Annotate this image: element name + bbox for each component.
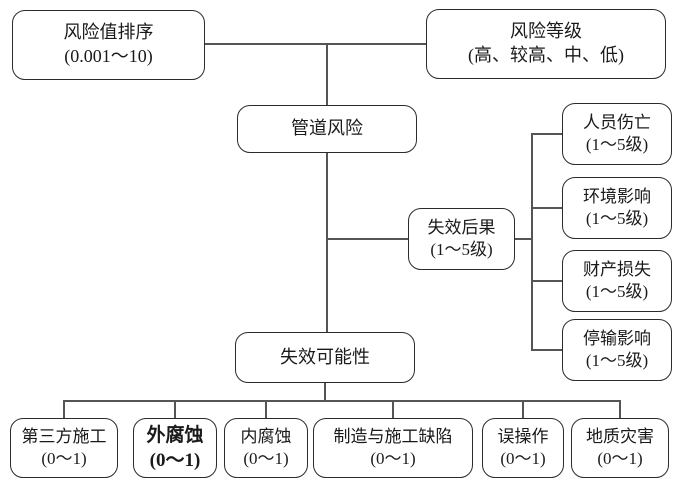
connector-branch-shutdown <box>532 349 562 351</box>
node-title: 管道风险 <box>291 118 363 139</box>
node-title: 失效可能性 <box>280 346 370 367</box>
node-risk-ranking: 风险值排序 (0.001～10) <box>12 10 205 80</box>
connector-consequence-left <box>327 238 408 240</box>
connector-stub-external-corrosion <box>174 400 176 418</box>
node-title: 第三方施工 <box>21 426 107 446</box>
connector-bottom-stub <box>324 383 326 401</box>
node-title: 误操作 <box>497 426 549 446</box>
node-geological-hazard: 地质灾害 (0～1) <box>571 418 669 478</box>
node-title: 失效后果 <box>427 217 496 237</box>
node-manufacturing-construction-defect: 制造与施工缺陷 (0～1) <box>313 418 473 478</box>
node-title: 风险值排序 <box>63 22 154 43</box>
node-misoperation: 误操作 (0～1) <box>482 418 564 478</box>
node-range: (1～5级) <box>585 135 649 154</box>
node-shutdown-impact: 停输影响 (1～5级) <box>562 319 672 381</box>
node-range: (0～1) <box>243 449 289 468</box>
node-environment-impact: 环境影响 (1～5级) <box>562 177 672 239</box>
node-title: 停输影响 <box>583 328 651 348</box>
connector-stub-geological <box>619 400 621 418</box>
node-title: 环境影响 <box>583 186 651 206</box>
node-property-loss: 财产损失 (1～5级) <box>562 250 672 312</box>
node-title: 外腐蚀 <box>146 424 204 446</box>
node-title: 风险等级 <box>510 21 582 42</box>
connector-branch-casualties <box>532 133 562 135</box>
node-range: (1～5级) <box>430 240 493 259</box>
node-internal-corrosion: 内腐蚀 (0～1) <box>224 418 308 478</box>
node-title: 人员伤亡 <box>583 112 651 132</box>
node-range: (高、较高、中、低) <box>468 45 624 65</box>
connector-stub-defect <box>392 400 394 418</box>
connector-consequence-right <box>515 238 532 240</box>
node-range: (1～5级) <box>585 351 649 370</box>
node-third-party-construction: 第三方施工 (0～1) <box>10 418 118 478</box>
connector-top-horizontal <box>205 43 426 45</box>
node-range: (1～5级) <box>585 209 649 228</box>
connector-bottom-rail <box>63 400 621 402</box>
node-title: 地质灾害 <box>586 426 654 446</box>
connector-branch-property <box>532 280 562 282</box>
node-range: (0～1) <box>370 449 416 468</box>
node-casualties: 人员伤亡 (1～5级) <box>562 103 672 165</box>
node-range: (0～1) <box>500 449 546 468</box>
node-risk-level: 风险等级 (高、较高、中、低) <box>426 9 666 79</box>
node-title: 财产损失 <box>583 259 651 279</box>
node-range: (0～1) <box>597 449 643 468</box>
node-title: 制造与施工缺陷 <box>333 426 453 446</box>
node-failure-consequence: 失效后果 (1～5级) <box>408 208 515 270</box>
node-range: (0～1) <box>41 449 87 468</box>
connector-branch-environment <box>532 207 562 209</box>
node-range: (1～5级) <box>585 282 649 301</box>
connector-stub-third-party <box>63 400 65 418</box>
node-pipeline-risk: 管道风险 <box>237 105 417 153</box>
connector-right-trunk <box>531 133 533 351</box>
node-title: 内腐蚀 <box>240 426 292 446</box>
node-range: (0～1) <box>149 450 201 471</box>
connector-main-trunk <box>326 153 328 333</box>
node-external-corrosion: 外腐蚀 (0～1) <box>133 418 217 478</box>
node-failure-possibility: 失效可能性 <box>235 332 415 383</box>
connector-top-vertical <box>326 44 328 105</box>
node-range: (0.001～10) <box>64 46 153 66</box>
connector-stub-misoperation <box>522 400 524 418</box>
connector-stub-internal-corrosion <box>265 400 267 418</box>
